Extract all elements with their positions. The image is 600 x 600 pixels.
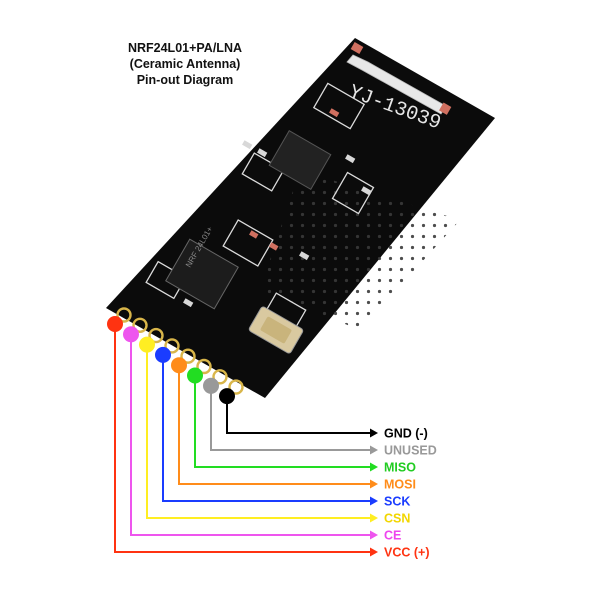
pin-dot [203,377,219,394]
pin-label: GND (-) [384,427,428,441]
pin-dot [155,346,171,363]
pin-arrow [370,462,378,472]
pin-arrow [370,513,378,523]
pin-wire [146,344,372,519]
pin-arrow [370,428,378,438]
pin-arrow [370,547,378,557]
pin-pad [164,338,180,354]
title-line-2: (Ceramic Antenna) [129,57,241,71]
pin-pad [180,348,196,364]
pin-arrow [370,445,378,455]
pin-wires [114,324,378,557]
pin-dot [171,357,187,374]
title-line-1: NRF24L01+PA/LNA [127,41,243,55]
pin-label: VCC (+) [384,546,430,560]
pin-dot [139,336,155,353]
pin-wire [226,396,372,434]
pin-pad [148,327,164,344]
pin-arrow [370,479,378,489]
pin-wire [178,365,372,485]
ceramic-antenna [346,42,452,115]
crystal-oscillator [248,306,304,354]
pin-pad [196,358,212,375]
pin-wire [130,334,372,536]
pin-dot [219,388,235,405]
pin-dot [123,326,139,343]
pin-wire [114,324,372,553]
pin-arrow [370,496,378,506]
pin-dots [107,316,235,405]
pin-pads [116,307,244,395]
pin-label: CE [384,529,401,543]
pa-lna-chip [268,129,332,191]
diagram-title: NRF24L01+PA/LNA (Ceramic Antenna) Pin-ou… [95,40,275,88]
pin-label: MOSI [384,478,416,492]
pin-wire [210,385,372,451]
pin-dot [107,316,123,332]
pin-dot [187,367,203,384]
pin-wire [162,354,372,502]
pin-pad [132,317,148,333]
pin-labels: GND (-) UNUSED MISO MOSI SCK CSN CE VCC (+) [384,427,437,560]
pin-arrow [370,530,378,540]
pin-pad [116,307,132,323]
pin-pad [212,369,228,385]
pin-label: MISO [384,461,416,475]
pcb-board: YJ-13039 NRF 24L01+ [106,38,495,398]
title-line-3: Pin-out Diagram [136,73,234,87]
smd-components [183,108,372,308]
pin-pad [228,379,244,395]
pin-label: SCK [384,495,410,509]
pin-label: UNUSED [384,444,437,458]
pin-wire [194,375,372,468]
pin-label: CSN [384,512,410,526]
pcb-vias [260,170,460,330]
